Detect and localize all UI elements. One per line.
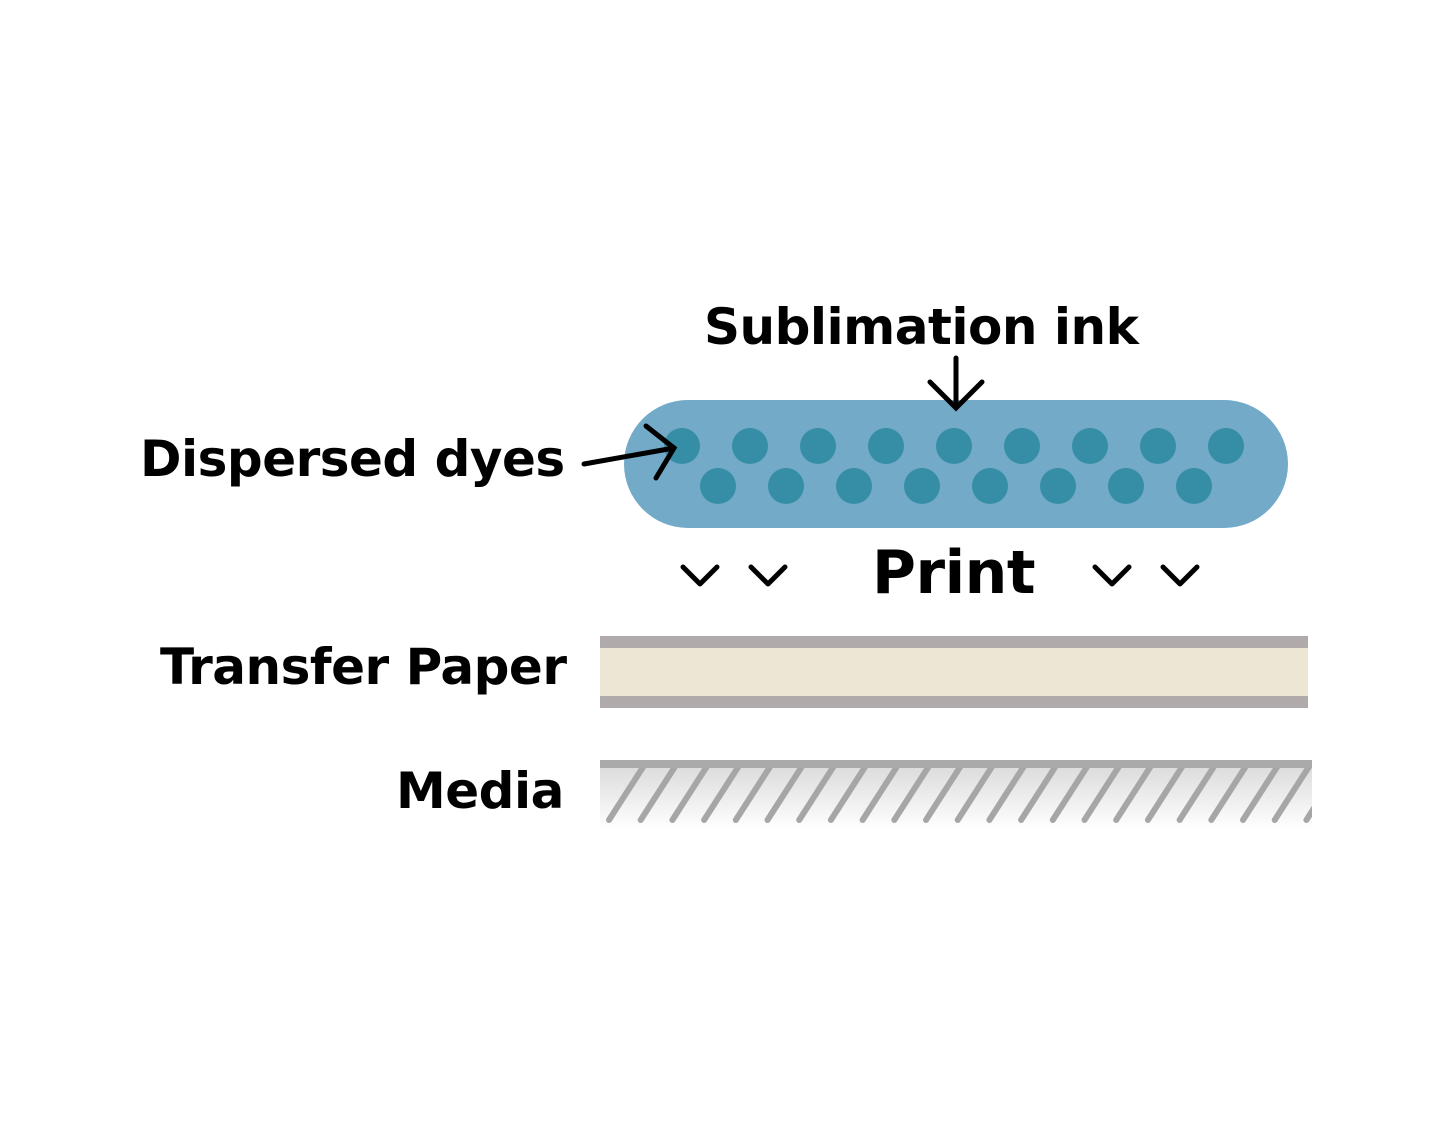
media-label: Media	[396, 762, 564, 820]
dye-particles	[664, 428, 1244, 504]
dye-particle	[732, 428, 768, 464]
print-arrows	[680, 564, 1200, 587]
dye-particle	[1108, 468, 1144, 504]
hatch-line	[1018, 767, 1059, 823]
dye-particle	[1140, 428, 1176, 464]
hatch-line	[827, 767, 869, 823]
hatch-line	[859, 767, 901, 823]
hatch-line	[796, 767, 837, 823]
hatch-line	[637, 767, 679, 823]
hatch-line	[732, 767, 774, 823]
chevron-down-icon	[748, 564, 788, 587]
hatch-line	[986, 767, 1028, 823]
dye-particle	[1040, 468, 1076, 504]
dye-particle	[936, 428, 972, 464]
dye-particle	[1004, 428, 1040, 464]
hatch-line	[1208, 767, 1249, 823]
dispersed-dyes-label: Dispersed dyes	[140, 430, 565, 488]
dye-particle	[768, 468, 804, 504]
media-substrate	[600, 760, 1312, 830]
chevron-down-icon	[1160, 564, 1200, 587]
dye-particle	[904, 468, 940, 504]
hatch-line	[606, 767, 647, 823]
hatch-line	[954, 767, 996, 823]
print-label: Print	[872, 538, 1036, 608]
transfer-paper	[600, 636, 1308, 708]
dye-particle	[800, 428, 836, 464]
hatch-line	[701, 767, 742, 823]
dye-particle	[1072, 428, 1108, 464]
chevron-down-icon	[680, 564, 720, 587]
hatch-line	[1176, 767, 1218, 823]
dye-particle	[868, 428, 904, 464]
transfer-paper-label: Transfer Paper	[160, 638, 567, 696]
dye-particle	[1208, 428, 1244, 464]
dye-particle	[664, 428, 700, 464]
hatch-line	[1081, 767, 1123, 823]
dye-particle	[700, 468, 736, 504]
dyes-arrow	[581, 423, 678, 481]
hatch-line	[891, 767, 932, 823]
sublimation-ink-label: Sublimation ink	[704, 298, 1139, 356]
hatch-line	[923, 767, 964, 823]
dye-particle	[1176, 468, 1212, 504]
ink-droplet	[624, 400, 1288, 528]
hatch-line	[1240, 767, 1281, 823]
dye-particle	[972, 468, 1008, 504]
hatch-line	[1049, 767, 1091, 823]
ink-arrow	[927, 355, 985, 412]
hatch-line	[1271, 767, 1312, 823]
chevron-down-icon	[1092, 564, 1132, 587]
hatch-line	[1113, 767, 1154, 823]
hatch-line	[1144, 767, 1186, 823]
hatch-line	[669, 767, 711, 823]
hatch-line	[764, 767, 806, 823]
dye-particle	[836, 468, 872, 504]
